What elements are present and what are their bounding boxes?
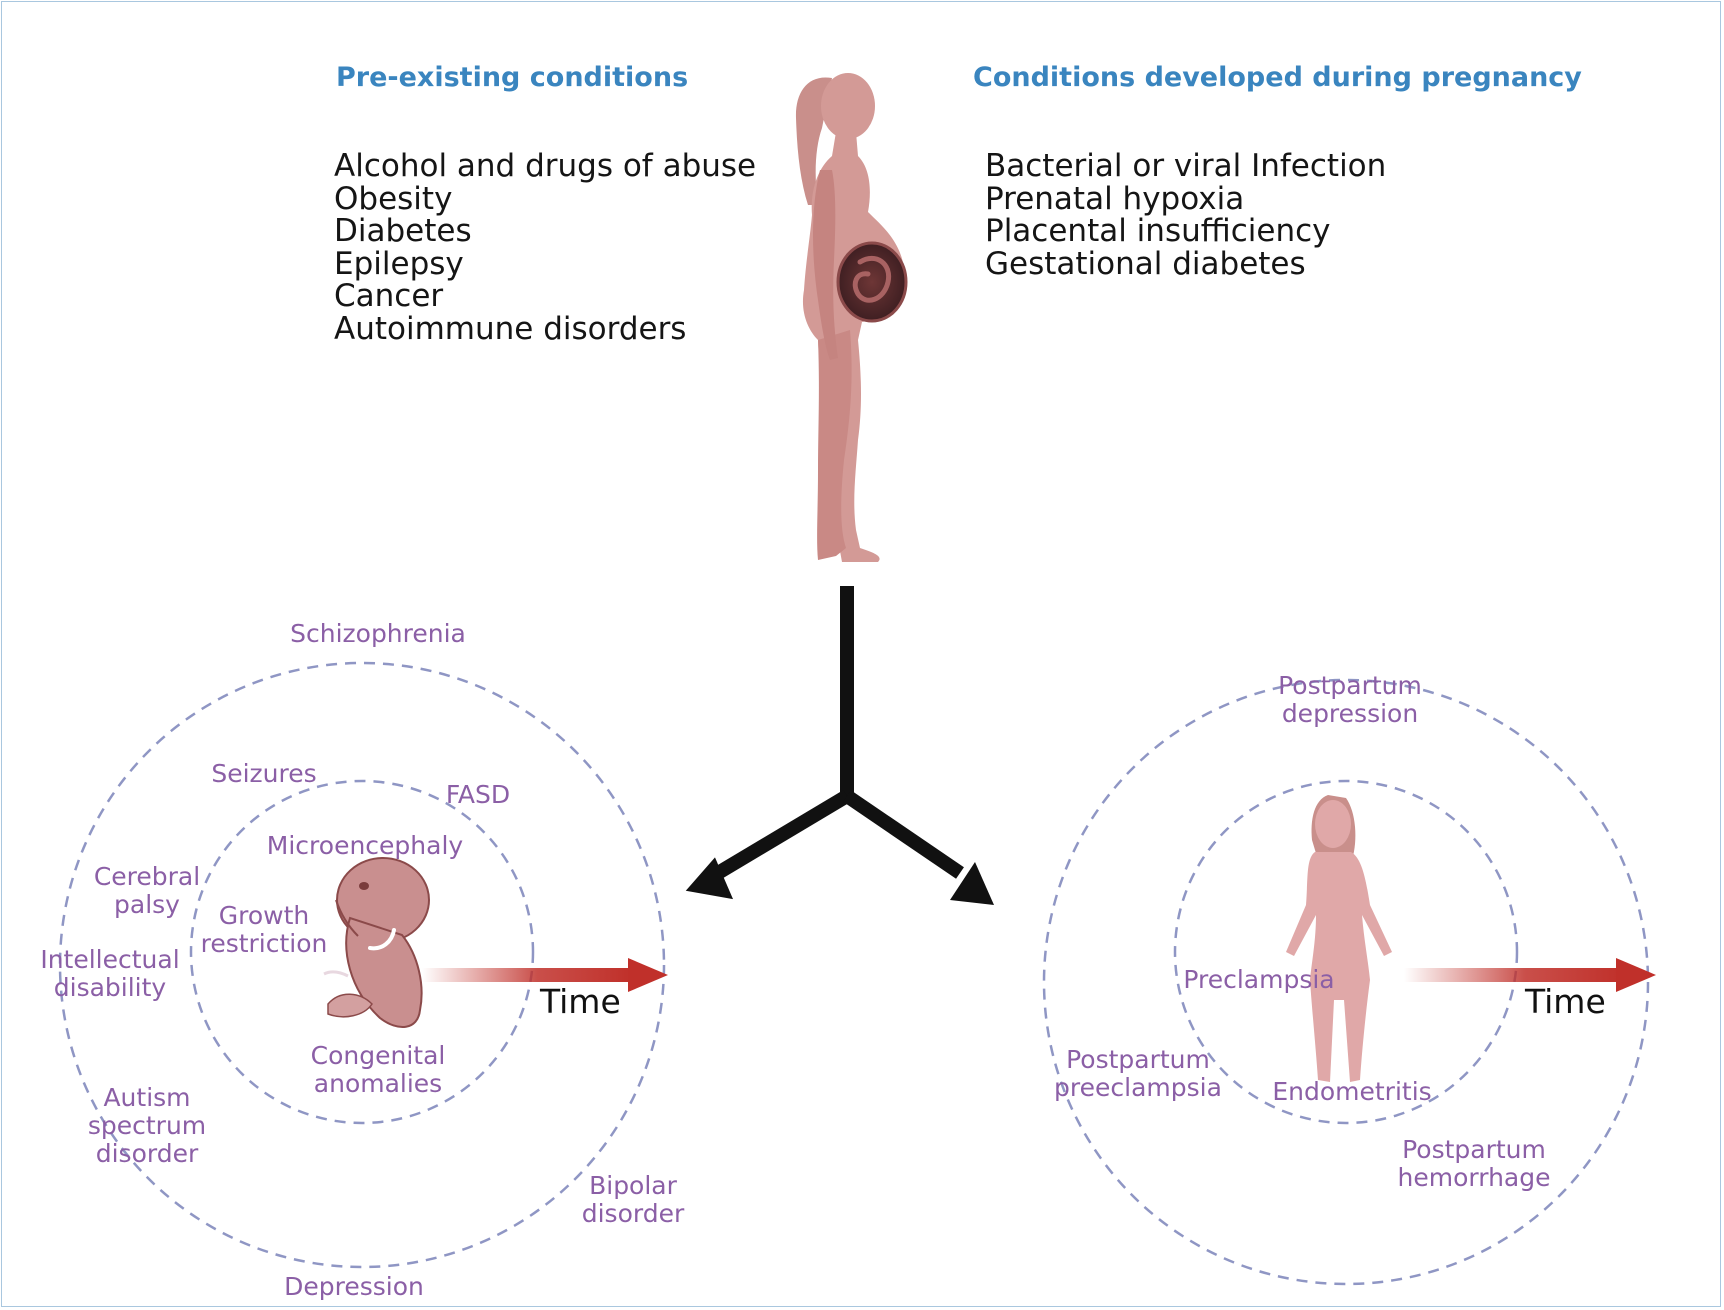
list-item: Alcohol and drugs of abuse bbox=[334, 148, 757, 184]
maternal-time-label: Time bbox=[1525, 982, 1606, 1021]
offspring-outer-circle bbox=[58, 661, 666, 1269]
pregnancy-conditions-header: Conditions developed during pregnancy bbox=[973, 62, 1582, 93]
label-depression: Depression bbox=[284, 1272, 424, 1301]
label-cerebral-palsy: Cerebral palsy bbox=[93, 862, 201, 919]
offspring-time-label: Time bbox=[540, 982, 621, 1021]
label-intellectual-disability: Intellectual disability bbox=[40, 945, 180, 1002]
list-item: Obesity bbox=[334, 180, 453, 217]
label-autism: Autism spectrum disorder bbox=[87, 1083, 207, 1168]
label-microencephaly: Microencephaly bbox=[266, 831, 464, 860]
fetus-icon bbox=[323, 857, 430, 1028]
maternal-inner-circle bbox=[1173, 779, 1519, 1125]
list-item: Bacterial or viral Infection bbox=[985, 148, 1387, 184]
label-seizures: Seizures bbox=[211, 759, 317, 788]
list-item: Prenatal hypoxia bbox=[985, 180, 1245, 217]
list-item: Autoimmune disorders bbox=[334, 310, 687, 347]
label-endometritis: Endometritis bbox=[1272, 1077, 1432, 1106]
maternal-outer-circle bbox=[1042, 678, 1650, 1286]
woman-icon bbox=[1286, 795, 1392, 1082]
list-item: Placental insufficiency bbox=[985, 213, 1331, 249]
pre-existing-header: Pre-existing conditions bbox=[336, 62, 689, 93]
list-item: Epilepsy bbox=[334, 245, 464, 282]
label-fasd: FASD bbox=[445, 780, 511, 809]
label-postpartum-preeclampsia: Postpartum preeclampsia bbox=[1054, 1045, 1222, 1102]
pregnant-woman-icon bbox=[795, 73, 908, 562]
label-growth-restriction: Growth restriction bbox=[200, 901, 328, 958]
pre-existing-list: Alcohol and drugs of abuse Obesity Diabe… bbox=[334, 150, 756, 345]
label-postpartum-hemorrhage: Postpartum hemorrhage bbox=[1397, 1135, 1551, 1192]
list-item: Diabetes bbox=[334, 213, 472, 249]
maternal-time-arrow bbox=[1404, 958, 1656, 992]
label-preclampsia: Preclampsia bbox=[1183, 965, 1335, 994]
list-item: Cancer bbox=[334, 278, 444, 314]
label-postpartum-depression: Postpartum depression bbox=[1278, 671, 1422, 728]
label-schizophrenia: Schizophrenia bbox=[290, 619, 466, 648]
pregnancy-conditions-list: Bacterial or viral Infection Prenatal hy… bbox=[985, 150, 1386, 280]
label-bipolar: Bipolar disorder bbox=[581, 1171, 685, 1228]
offspring-inner-circle bbox=[189, 779, 535, 1125]
offspring-time-arrow bbox=[422, 958, 668, 992]
branch-arrow-icon bbox=[685, 586, 994, 905]
list-item: Gestational diabetes bbox=[985, 245, 1306, 282]
label-congenital-anomalies: Congenital anomalies bbox=[310, 1041, 446, 1098]
